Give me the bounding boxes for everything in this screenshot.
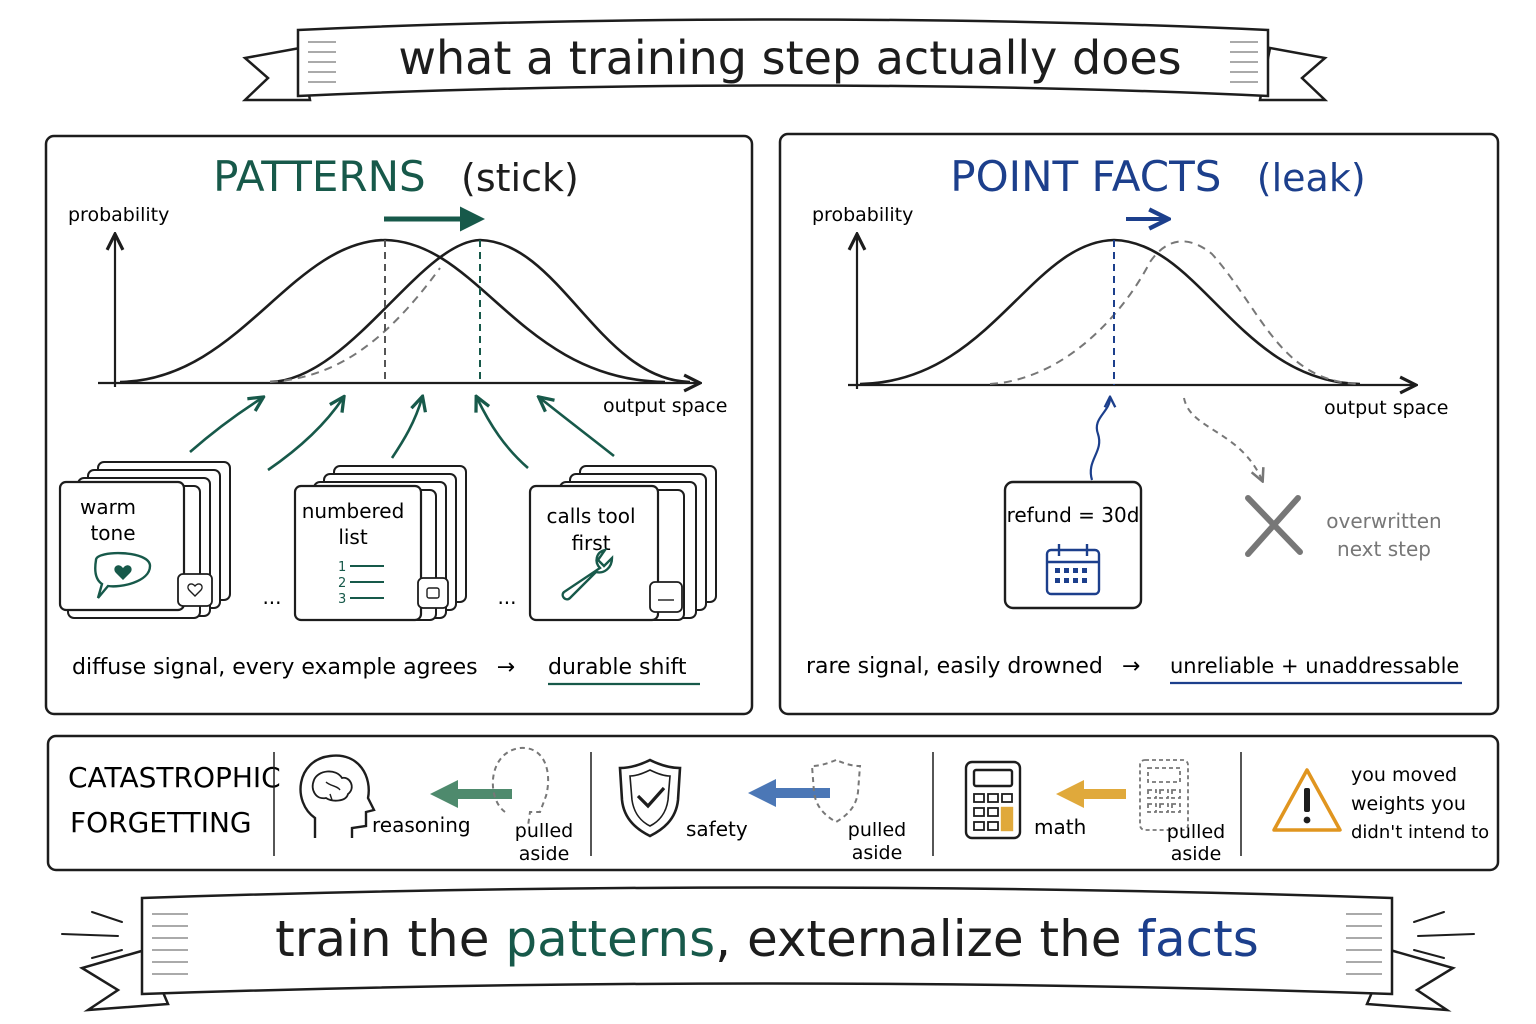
patterns-caption-arrow: → [497, 655, 515, 680]
card-stack-warm-tone: warm tone [58, 461, 231, 619]
svg-text:2: 2 [338, 576, 346, 591]
card-warm-tone-line1: warm [80, 495, 136, 519]
footer-banner: train the patterns, externalize the fact… [61, 886, 1475, 1012]
safety-ghost-shield [810, 758, 862, 824]
safety-pulled-line2: aside [852, 842, 903, 864]
warning-line2: weights you [1351, 793, 1466, 815]
heart-badge-icon [177, 573, 213, 607]
svg-text:train the patterns, externaliz: train the patterns, externalize the fact… [275, 910, 1259, 968]
skill-safety: safety [686, 817, 748, 841]
pre-shift-dashed-curve [269, 267, 441, 383]
overwrite-dashed-arrow [1183, 397, 1262, 480]
skill-reasoning: reasoning [372, 813, 471, 837]
reasoning-pull-arrow [430, 780, 512, 808]
forgetting-title-line1: CATASTROPHIC [68, 761, 281, 794]
safety-pull-arrow [748, 779, 830, 807]
svg-text:1: 1 [338, 560, 346, 575]
forgetting-title-line2: FORGETTING [70, 806, 252, 839]
overwritten-line1: overwritten [1326, 509, 1441, 533]
shield-check-icon [618, 758, 682, 838]
stack-ellipsis-2: ... [497, 585, 516, 609]
math-pull-arrow [1056, 780, 1126, 808]
warning-line3: didn't intend to [1351, 822, 1489, 843]
calendar-icon [1045, 544, 1101, 596]
facts-caption-arrow: → [1122, 654, 1140, 679]
card-stack-numbered-list: numbered list 1 2 3 [293, 465, 467, 622]
page-title: what a training step actually does [398, 31, 1181, 85]
card-stack-calls-tool: calls tool first [528, 465, 717, 622]
svg-text:POINT FACTS (leak): POINT FACTS (leak) [950, 152, 1365, 201]
math-ghost-calculator [1139, 759, 1189, 831]
patterns-caption-result: durable shift [548, 655, 687, 680]
svg-text:PATTERNS (stick): PATTERNS (stick) [213, 152, 579, 201]
facts-panel: POINT FACTS (leak) probability output sp… [778, 132, 1500, 716]
footer-text-patterns: patterns [505, 910, 715, 968]
patterns-x-label: output space [603, 395, 727, 417]
patterns-caption: diffuse signal, every example agrees [72, 655, 478, 680]
reasoning-ghost-head [491, 746, 550, 827]
patterns-heading-note: (stick) [461, 156, 579, 200]
card-numbered-list-line1: numbered [302, 499, 405, 523]
card-numbered-list-line2: list [338, 525, 368, 549]
footer-text-2: , externalize the [715, 910, 1137, 968]
reasoning-pulled-line1: pulled [515, 820, 573, 842]
forgetting-strip: CATASTROPHIC FORGETTING reasoning pulled… [46, 734, 1500, 872]
math-pulled-line2: aside [1171, 843, 1222, 865]
facts-caption: rare signal, easily drowned [806, 654, 1103, 679]
fact-card: refund = 30d [1003, 480, 1143, 610]
facts-y-label: probability [812, 204, 913, 226]
title-banner: what a training step actually does [241, 18, 1329, 102]
gradient-arrows [189, 398, 615, 472]
fact-card-label: refund = 30d [1007, 503, 1140, 527]
wrench-icon [561, 548, 614, 601]
facts-heading: POINT FACTS [950, 152, 1221, 201]
skill-math: math [1034, 815, 1086, 839]
fact-squiggle-arrow [1089, 398, 1110, 481]
card-warm-tone-line2: tone [90, 521, 135, 545]
footer-text-1: train the [275, 910, 505, 968]
patterns-y-label: probability [68, 204, 169, 226]
patterns-panel: PATTERNS (stick) probability output spac… [44, 134, 754, 716]
tool-badge-icon [649, 581, 683, 613]
warning-line1: you moved [1351, 764, 1457, 786]
list-badge-icon [417, 577, 449, 609]
stack-ellipsis-1: ... [262, 585, 281, 609]
math-pulled-line1: pulled [1167, 821, 1225, 843]
card-calls-tool-line1: calls tool [546, 504, 635, 528]
cross-icon [1245, 495, 1303, 557]
brain-head-icon [299, 754, 376, 838]
svg-text:diffuse signal, every example: diffuse signal, every example agrees → [72, 655, 515, 680]
svg-text:3: 3 [338, 592, 346, 607]
facts-caption-result: unreliable + unaddressable [1170, 654, 1459, 678]
footer-text-facts: facts [1137, 910, 1258, 968]
reasoning-pulled-line2: aside [519, 843, 570, 865]
svg-text:rare signal, easily drowned: rare signal, easily drowned → [806, 654, 1140, 679]
speech-heart-icon [94, 551, 152, 599]
calculator-icon [964, 760, 1022, 840]
facts-heading-note: (leak) [1257, 156, 1366, 200]
warning-icon [1272, 768, 1342, 832]
facts-x-label: output space [1324, 397, 1448, 419]
numbered-list-icon: 1 2 3 [338, 560, 384, 607]
patterns-heading: PATTERNS [213, 152, 425, 201]
safety-pulled-line1: pulled [848, 819, 906, 841]
overwritten-line2: next step [1337, 537, 1431, 561]
